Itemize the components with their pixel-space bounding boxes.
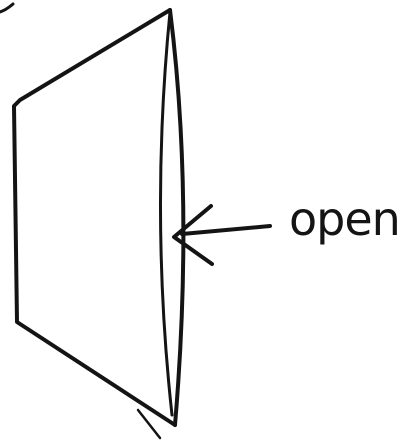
opening-edge-outer (170, 10, 183, 425)
open-label: open (289, 196, 400, 242)
arrow-left-icon (174, 206, 270, 264)
opening-edge-inner (160, 12, 172, 415)
corner-mark (0, 4, 13, 12)
panel-outline (14, 10, 175, 425)
